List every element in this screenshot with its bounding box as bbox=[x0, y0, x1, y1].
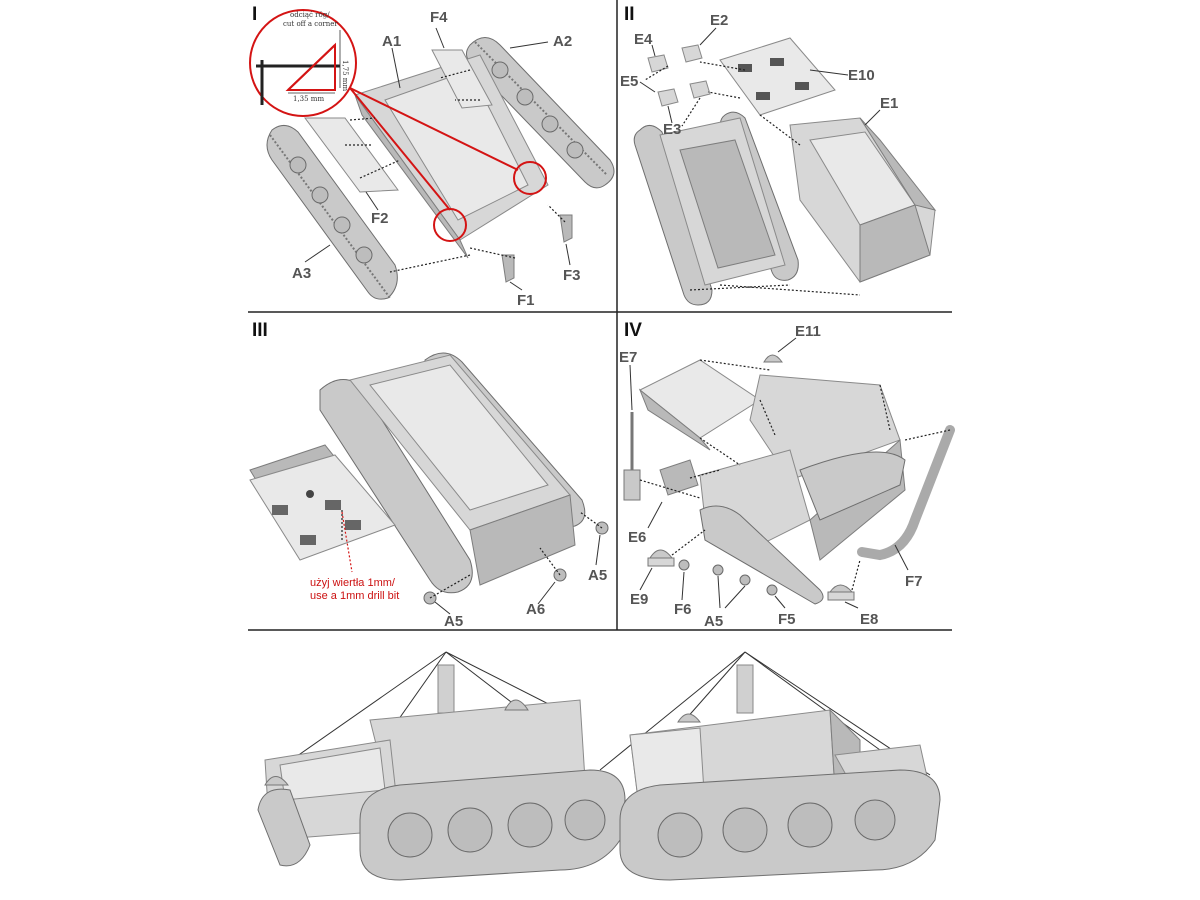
part-f5 bbox=[766, 584, 778, 596]
callout-e1: E1 bbox=[880, 95, 898, 112]
panel-number-3: III bbox=[252, 320, 268, 341]
hatch-e5 bbox=[689, 80, 711, 99]
panel-4: E7 E11 E6 E9 F6 A5 F5 E8 F7 bbox=[619, 323, 955, 630]
callout-f4: F4 bbox=[430, 9, 448, 26]
box-e6 bbox=[659, 459, 699, 496]
callout-e4: E4 bbox=[634, 31, 653, 48]
callout-e6: E6 bbox=[628, 529, 646, 546]
panel-number-4: IV bbox=[624, 320, 642, 341]
dome-e11 bbox=[763, 354, 783, 363]
side-plate-f4 bbox=[431, 49, 493, 109]
callout-f3: F3 bbox=[563, 267, 581, 284]
callout-e8: E8 bbox=[860, 611, 878, 628]
antenna-spring bbox=[437, 664, 455, 714]
hook-a5-b bbox=[739, 574, 751, 586]
side-plate-f2 bbox=[304, 117, 399, 193]
callout-e5: E5 bbox=[620, 73, 638, 90]
inset-note-line-1: odciąć róg/ bbox=[290, 11, 330, 19]
antenna-base-e7 bbox=[623, 469, 641, 501]
panel-number-2: II bbox=[624, 4, 635, 25]
drill-note-line-2: use a 1mm drill bit bbox=[310, 590, 399, 602]
hatch-e3 bbox=[657, 88, 679, 107]
inset-dim-height: 1,75 mm bbox=[341, 60, 349, 91]
hatch-e4 bbox=[647, 54, 669, 73]
engine-deck bbox=[639, 359, 761, 439]
callout-f2: F2 bbox=[371, 210, 389, 227]
callout-e7: E7 bbox=[619, 349, 637, 366]
corner-cut-inset: odciąć róg/ cut off a corner 1,75 mm 1,3… bbox=[249, 9, 357, 117]
track-a3 bbox=[266, 125, 398, 300]
inset-frame bbox=[256, 60, 340, 105]
callout-a1: A1 bbox=[382, 33, 401, 50]
vehicle-body bbox=[699, 374, 906, 605]
highlight-circle-rear bbox=[513, 161, 547, 195]
callout-f1: F1 bbox=[517, 292, 535, 309]
part-f6 bbox=[678, 559, 690, 571]
render-front-view bbox=[257, 651, 626, 881]
roof-plate-e10 bbox=[719, 37, 836, 116]
superstructure-e1 bbox=[789, 117, 937, 283]
callout-a6: A6 bbox=[526, 601, 545, 618]
callout-e3: E3 bbox=[663, 121, 681, 138]
inset-note-line-2: cut off a corner bbox=[283, 20, 338, 28]
inset-dim-width: 1,35 mm bbox=[293, 95, 324, 103]
dome-e9 bbox=[649, 549, 674, 559]
callout-f7: F7 bbox=[905, 573, 923, 590]
exhaust-f7 bbox=[857, 425, 955, 561]
callout-e10: E10 bbox=[848, 67, 875, 84]
drill-note-line-1: użyj wiertła 1mm/ bbox=[310, 577, 396, 589]
floor-plate bbox=[249, 444, 396, 561]
callout-f6: F6 bbox=[674, 601, 692, 618]
callout-e9: E9 bbox=[630, 591, 648, 608]
red-arrow-1 bbox=[349, 87, 451, 211]
hatch-e2 bbox=[681, 44, 703, 63]
red-arrow-2 bbox=[349, 87, 519, 171]
inverted-hull bbox=[319, 352, 586, 594]
callout-e11: E11 bbox=[795, 323, 821, 340]
callout-a5: A5 bbox=[704, 613, 723, 630]
callout-a3: A3 bbox=[292, 265, 311, 282]
chassis bbox=[633, 111, 799, 306]
panel-2: E2 E4 E5 E3 E10 E1 bbox=[620, 12, 937, 306]
callout-a5-right: A5 bbox=[588, 567, 607, 584]
callout-a2: A2 bbox=[553, 33, 572, 50]
render-rear-view bbox=[599, 651, 941, 881]
hook-a5-a bbox=[712, 564, 724, 576]
callout-a5-left: A5 bbox=[444, 613, 463, 630]
hull-floor-a1 bbox=[354, 54, 549, 259]
callout-e2: E2 bbox=[710, 12, 728, 29]
panel-1: odciąć róg/ cut off a corner 1,75 mm 1,3… bbox=[249, 9, 615, 309]
callout-f5: F5 bbox=[778, 611, 796, 628]
panel-3: użyj wiertła 1mm/ use a 1mm drill bit A5… bbox=[249, 352, 609, 630]
part-f1 bbox=[501, 254, 515, 283]
panel-number-1: I bbox=[252, 4, 257, 25]
dome-e8 bbox=[829, 584, 854, 593]
part-f3 bbox=[559, 214, 573, 243]
